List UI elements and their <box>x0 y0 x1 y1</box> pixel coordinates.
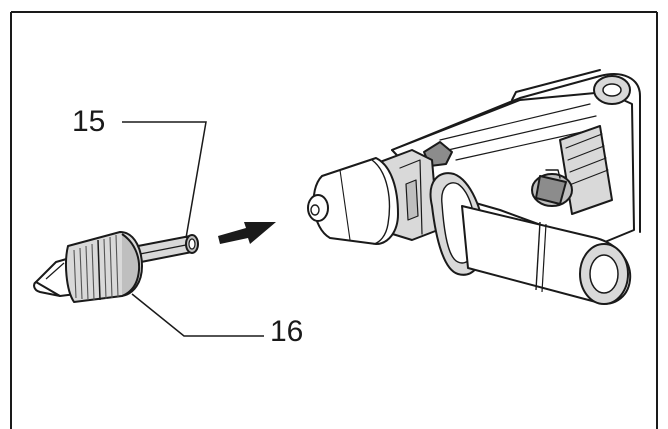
leader-lines <box>122 121 264 337</box>
callout-label-16: 16 <box>270 315 304 348</box>
side-grip <box>429 172 632 305</box>
chuck-adapter-shank <box>137 234 199 263</box>
chuck-sleeve <box>65 231 143 303</box>
frame-border <box>10 11 658 429</box>
tool-holder <box>307 157 399 245</box>
top-ring <box>593 75 631 105</box>
hammer-top-housing <box>391 73 641 233</box>
leader-line-16 <box>131 293 264 337</box>
leader-line-15 <box>122 121 207 239</box>
insertion-arrow <box>218 222 276 244</box>
mode-selector-knob <box>531 169 573 207</box>
drill-chuck <box>33 231 199 303</box>
callout-label-15: 15 <box>72 105 106 138</box>
